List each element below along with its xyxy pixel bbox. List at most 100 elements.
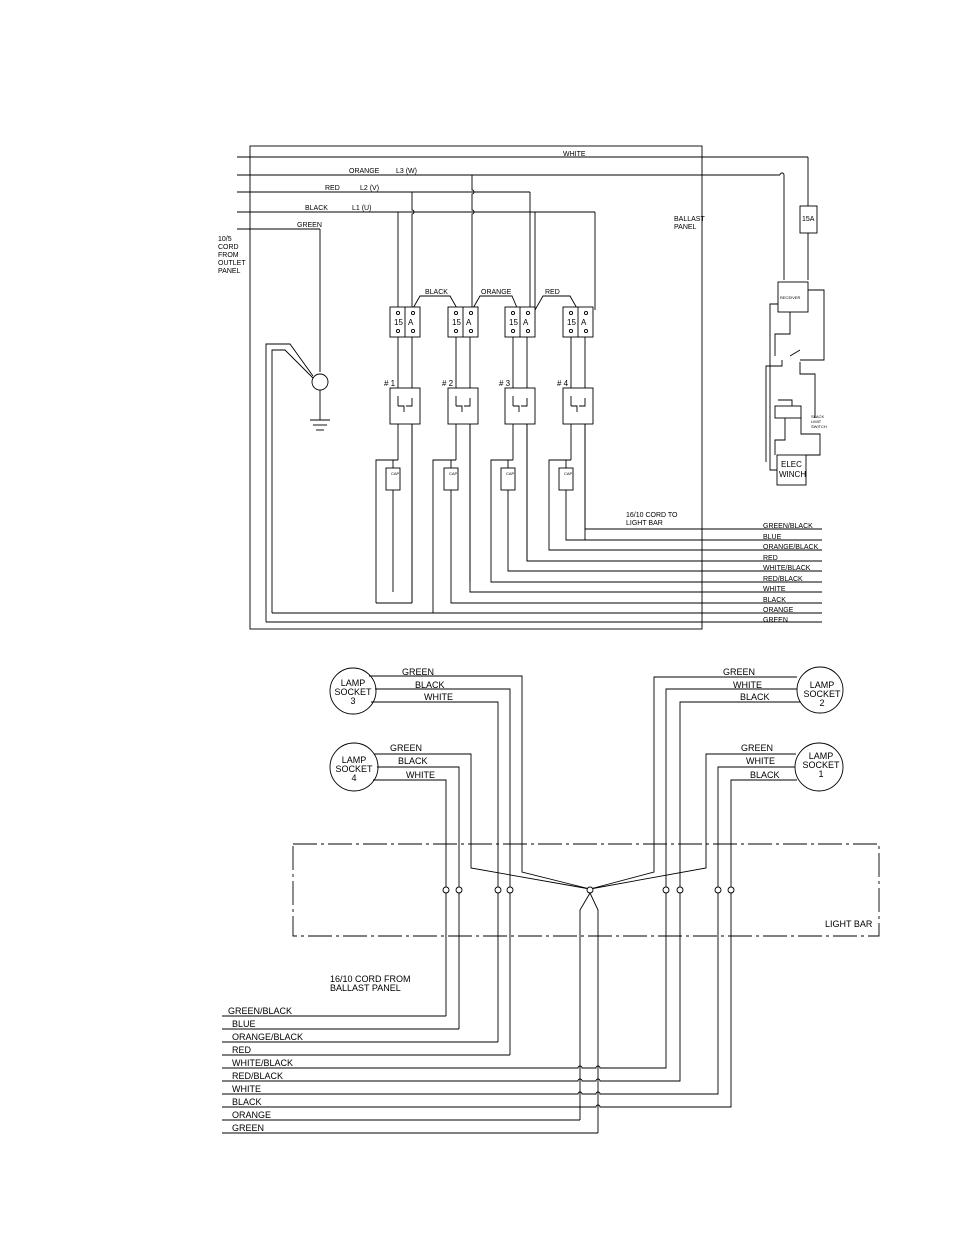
svg-text:RECEIVER: RECEIVER [780, 295, 801, 300]
ballast-channel: 15 A # 4 [557, 306, 594, 540]
wire-label: WHITE [763, 586, 786, 593]
svg-text:1: 1 [818, 769, 823, 779]
wire-label: BLACK [763, 597, 786, 604]
input-cord-label: 10/5 CORD FROM OUTLET PANEL [218, 236, 246, 275]
wire-label: ORANGE [232, 1110, 271, 1120]
phase-label: BLACK [305, 205, 328, 212]
ballast [504, 387, 536, 425]
svg-text:16/10 CORD FROM: 16/10 CORD FROM [330, 974, 411, 984]
light-bar-outline [292, 843, 880, 937]
svg-text:SOCKET: SOCKET [803, 689, 841, 699]
svg-text:PANEL: PANEL [218, 268, 241, 275]
svg-text:WINCH: WINCH [779, 470, 806, 479]
wire-label: RED [763, 555, 778, 562]
ballast-id: # 1 [384, 379, 396, 388]
ballast [389, 387, 421, 425]
wire-label: RED/BLACK [232, 1071, 283, 1081]
svg-text:SLACK: SLACK [811, 414, 824, 419]
phase-line-label: L3 (W) [396, 168, 417, 175]
wire-label: GREEN [741, 743, 773, 753]
svg-text:FROM: FROM [218, 252, 239, 259]
breaker-number: 15 [452, 318, 461, 327]
svg-text:3: 3 [350, 696, 355, 706]
breaker-unit: A [466, 318, 472, 327]
svg-text:BALLAST PANEL: BALLAST PANEL [330, 983, 401, 993]
socket-wires-right [589, 676, 800, 890]
wire-label: BLACK [750, 770, 780, 780]
receiver [777, 281, 809, 313]
svg-text:LAMP: LAMP [809, 751, 834, 761]
svg-text:15A: 15A [802, 216, 815, 223]
svg-text:CAP: CAP [449, 471, 458, 476]
breaker-jumpers: BLACK ORANGE RED [411, 289, 579, 311]
capacitor: CAP [375, 459, 401, 603]
wire-label: RED [232, 1045, 252, 1055]
input-wire-labels: GREEN/BLACK BLUE ORANGE/BLACK RED WHITE/… [228, 1006, 303, 1133]
phase-label: GREEN [297, 222, 322, 229]
svg-text:LIMIT: LIMIT [811, 419, 822, 424]
wire-label: BLUE [763, 534, 782, 541]
svg-text:10/5: 10/5 [218, 236, 232, 243]
ballast-channel: 15 A # 2 [442, 306, 479, 582]
wire-label: BLACK [398, 756, 428, 766]
svg-text:BALLAST: BALLAST [674, 216, 705, 223]
output-cord-label: 16/10 CORD TO LIGHT BAR [626, 512, 678, 527]
wire-label: GREEN [390, 743, 422, 753]
jumper-label: BLACK [425, 289, 448, 296]
electric-winch [776, 454, 807, 486]
capacitors: CAP CAP CAP CAP [375, 459, 574, 603]
svg-text:SOCKET: SOCKET [335, 764, 373, 774]
breaker-unit: A [523, 318, 529, 327]
breaker-number: 15 [394, 318, 403, 327]
phase-line-label: L1 (U) [352, 205, 371, 212]
ballast-id: # 2 [442, 379, 454, 388]
input-cord-lines [222, 892, 732, 1134]
lamp-socket-4: LAMP SOCKET 4 [329, 742, 379, 792]
ballast-panel-border [249, 145, 703, 630]
phase-label: RED [325, 185, 340, 192]
output-wire-labels: GREEN/BLACK BLUE ORANGE/BLACK RED WHITE/… [763, 523, 819, 624]
lamp-socket-3: LAMP SOCKET 3 [329, 667, 377, 715]
phase-line-label: L2 (V) [360, 185, 379, 192]
svg-text:LIGHT BAR: LIGHT BAR [626, 520, 663, 527]
socket-wires-left [369, 675, 591, 890]
wire-label: WHITE [424, 692, 453, 702]
wire-label: WHITE [232, 1084, 261, 1094]
incoming-phase-labels: WHITE ORANGE L3 (W) RED L2 (V) BLACK L1 … [297, 151, 586, 229]
slack-limit-switch [774, 405, 802, 419]
wire-label: RED/BLACK [763, 576, 803, 583]
wire-label: WHITE [746, 756, 775, 766]
light-bar-label: LIGHT BAR [825, 919, 873, 929]
svg-text:16/10 CORD TO: 16/10 CORD TO [626, 512, 678, 519]
breaker-number: 15 [567, 318, 576, 327]
wire-label: ORANGE/BLACK [232, 1032, 303, 1042]
ballast-channel: 15 A # 3 [499, 306, 536, 561]
lamp-socket-2: LAMP SOCKET 2 [796, 666, 844, 714]
socket-wire-labels: GREEN BLACK WHITE GREEN WHITE BLACK GREE… [390, 667, 780, 780]
jumper-label: ORANGE [481, 289, 512, 296]
breaker-unit: A [408, 318, 414, 327]
svg-text:PANEL: PANEL [674, 224, 697, 231]
wire-label: BLUE [232, 1019, 256, 1029]
ballast [447, 387, 479, 425]
wire-label: BLACK [232, 1097, 262, 1107]
svg-text:LAMP: LAMP [342, 755, 367, 765]
svg-text:4: 4 [351, 773, 356, 783]
svg-text:CAP: CAP [506, 471, 515, 476]
breaker-unit: A [581, 318, 587, 327]
wire-label: GREEN [402, 667, 434, 677]
light-bar-terminals [442, 886, 735, 894]
winch-control-circuit: 15A RECEIVER SLACK LIMIT SWITCH ELEC WIN… [765, 205, 827, 486]
svg-text:CORD: CORD [218, 244, 239, 251]
wire-label: GREEN [763, 617, 788, 624]
wire-label: WHITE/BLACK [232, 1058, 293, 1068]
ballast-id: # 4 [557, 379, 569, 388]
svg-text:LAMP: LAMP [810, 680, 835, 690]
wire-label: BLACK [740, 692, 770, 702]
fuse-15a [799, 205, 818, 234]
capacitor: CAP [490, 459, 516, 561]
input-cord-label: 16/10 CORD FROM BALLAST PANEL [330, 974, 411, 993]
svg-text:OUTLET: OUTLET [218, 260, 246, 267]
phase-label: ORANGE [349, 168, 380, 175]
phase-label: WHITE [563, 151, 586, 158]
